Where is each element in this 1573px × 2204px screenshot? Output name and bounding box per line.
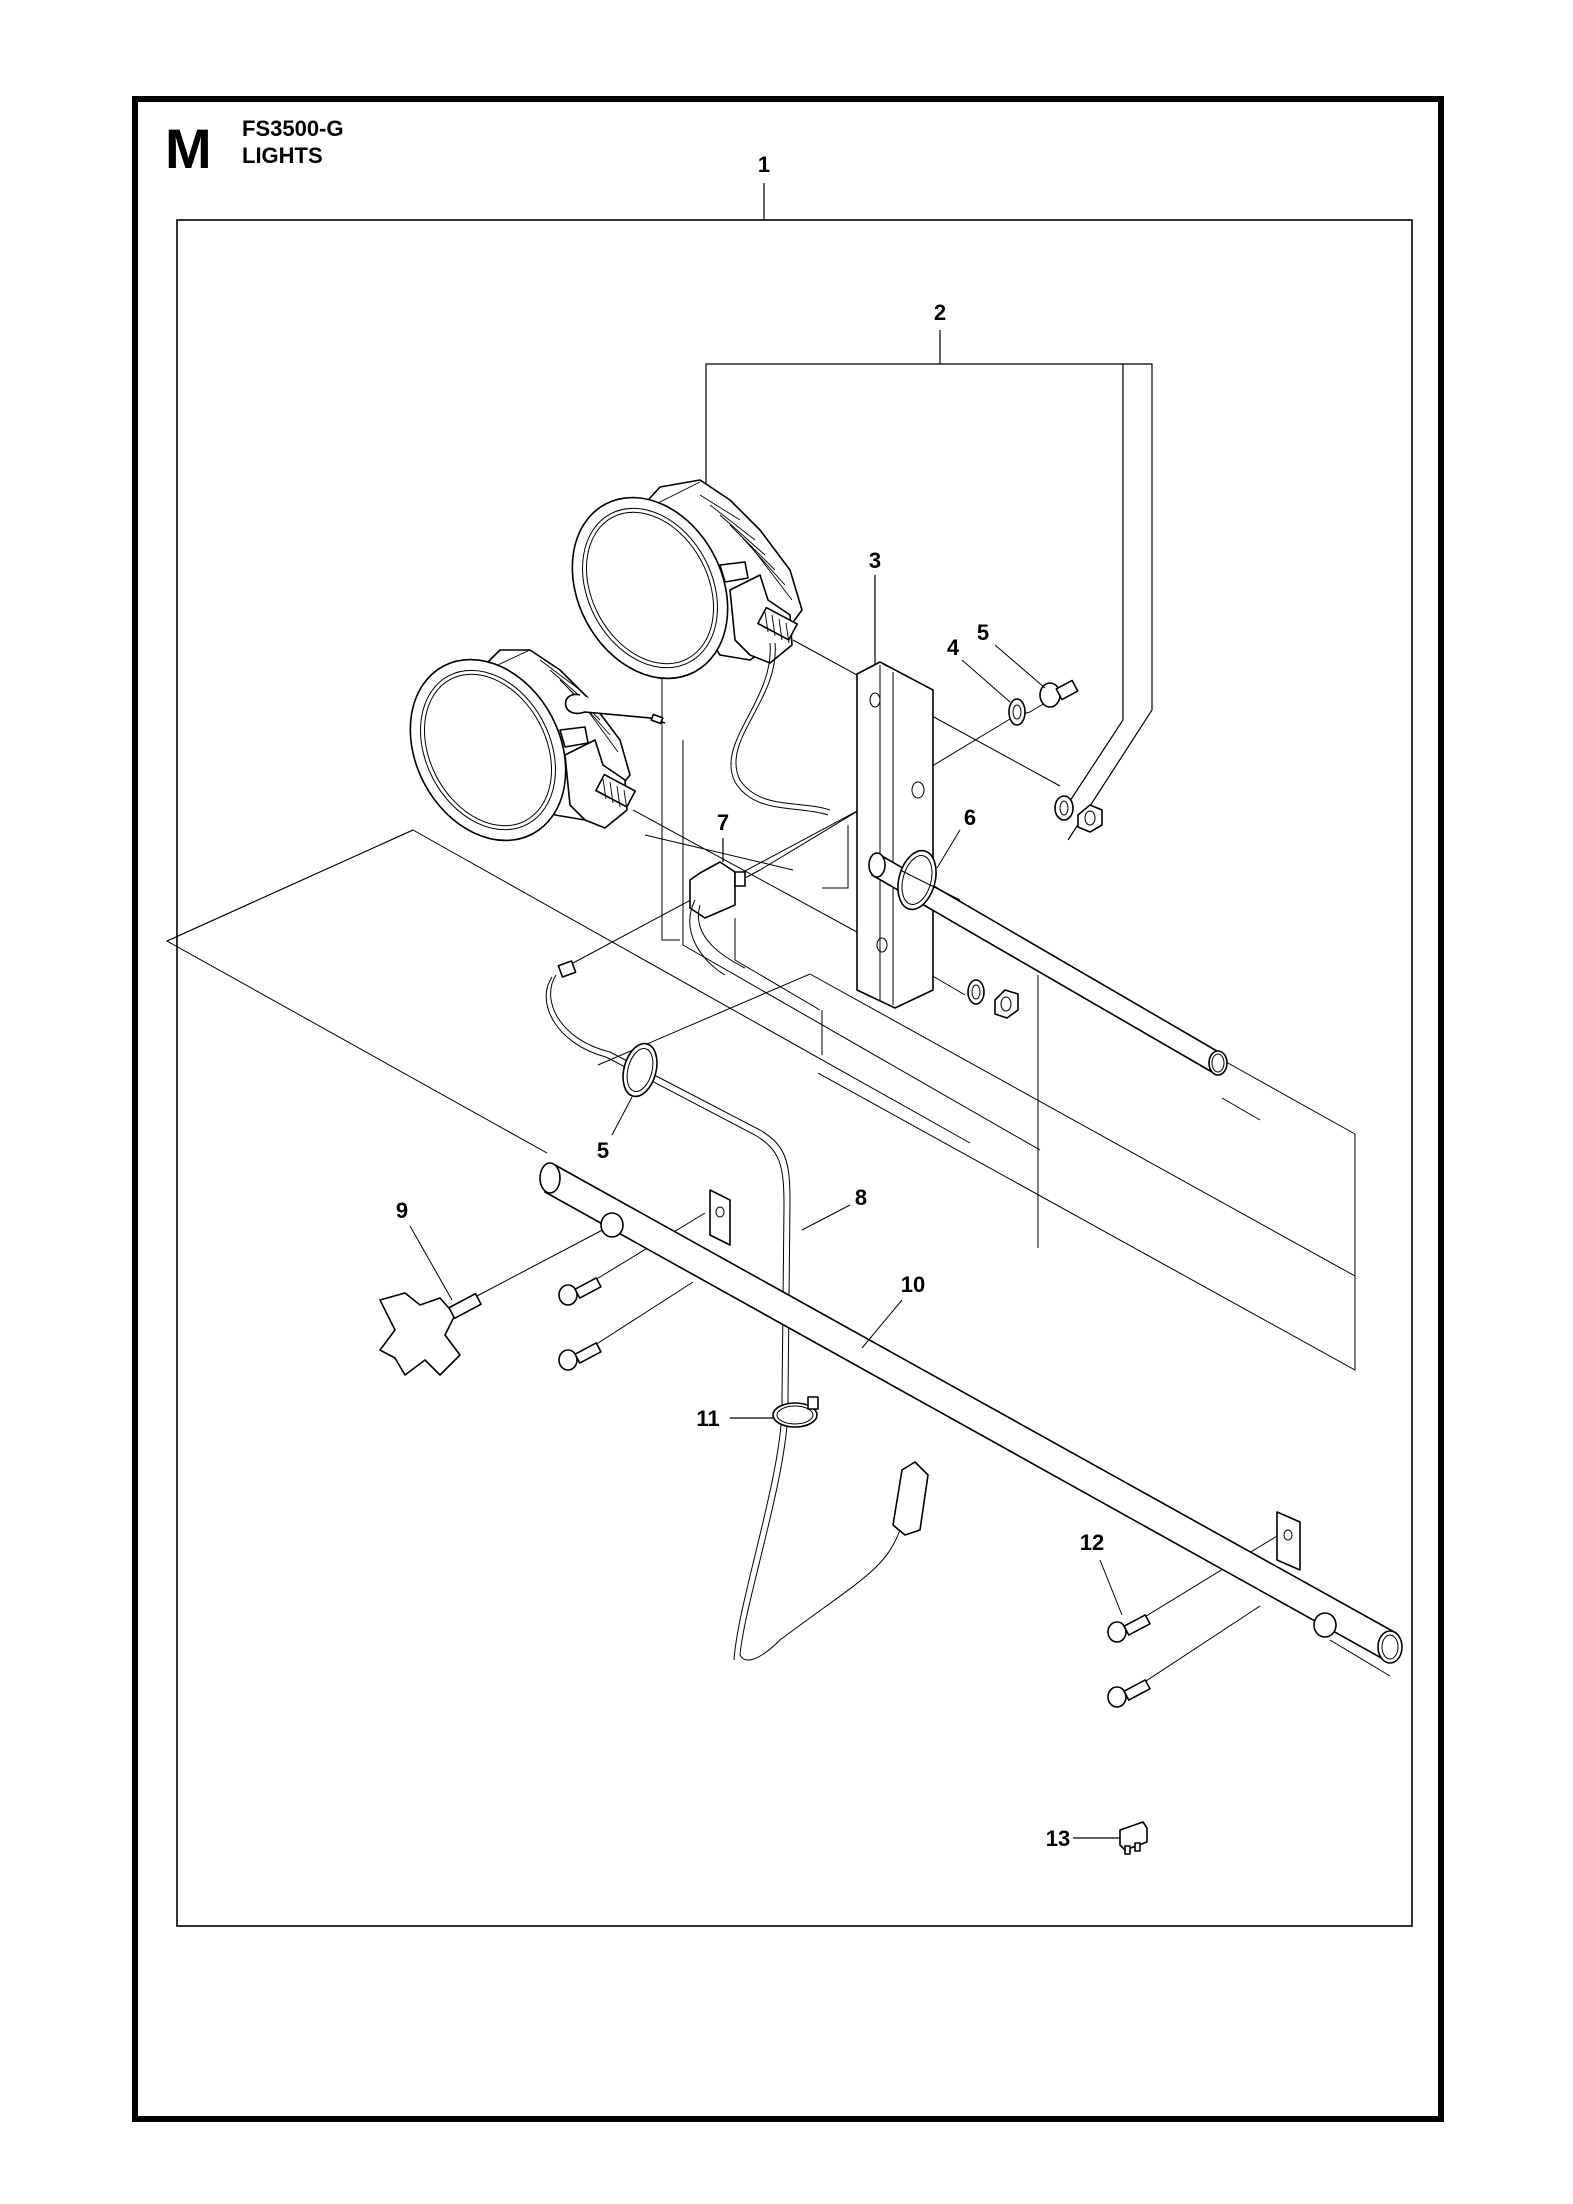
leader-9: [409, 1225, 453, 1301]
callout-13: 13: [1046, 1826, 1070, 1851]
leader-6: [936, 829, 961, 869]
explode-lines: [165, 639, 1391, 1684]
callout-4: 4: [947, 635, 960, 660]
work-light-upper: [571, 479, 803, 680]
bolts-left: [558, 1277, 602, 1371]
assembly-box: [176, 219, 1413, 1927]
grommet: [897, 849, 961, 911]
callout-7: 7: [717, 810, 729, 835]
light-cable: [735, 642, 831, 811]
star-knob: [379, 1292, 482, 1376]
upper-pipe: [868, 852, 1228, 1076]
callout-8: 8: [855, 1185, 867, 1210]
wiring-harness: [545, 960, 929, 1661]
switch: [689, 861, 761, 976]
mounting-bracket: [856, 661, 934, 1009]
callout-12: 12: [1080, 1530, 1104, 1555]
section-title: LIGHTS: [242, 143, 323, 168]
flange-nut-top: [1039, 679, 1079, 708]
work-light-lower: [409, 649, 666, 842]
callout-3: 3: [869, 548, 881, 573]
page-frame: [132, 96, 1444, 2122]
callout-5-lower: 5: [597, 1138, 609, 1163]
leader-2: [705, 330, 1153, 841]
callout-9: 9: [396, 1198, 408, 1223]
washer-top: [1008, 698, 1026, 726]
leader-10: [861, 1299, 903, 1349]
fuse: [1119, 1821, 1148, 1855]
callout-11: 11: [696, 1406, 719, 1431]
leader-5-lower: [611, 1096, 633, 1136]
leader-4: [961, 659, 1011, 703]
washer-nut-right: [1054, 795, 1103, 833]
callout-1: 1: [758, 152, 770, 177]
callout-2: 2: [934, 300, 946, 325]
callout-6: 6: [964, 805, 976, 830]
cable-clamp: [772, 1396, 819, 1428]
section-letter: M: [165, 117, 212, 180]
callout-5-top: 5: [977, 620, 989, 645]
washer-nut-lower: [967, 979, 1019, 1019]
leader-8: [801, 1204, 851, 1231]
light-bar-tube: [539, 1162, 1403, 1664]
bolts-right: [1107, 1614, 1151, 1708]
model-number: FS3500-G: [242, 116, 344, 141]
leader-12: [1099, 1559, 1123, 1616]
leader-5-top: [994, 644, 1046, 689]
callout-10: 10: [901, 1272, 925, 1297]
